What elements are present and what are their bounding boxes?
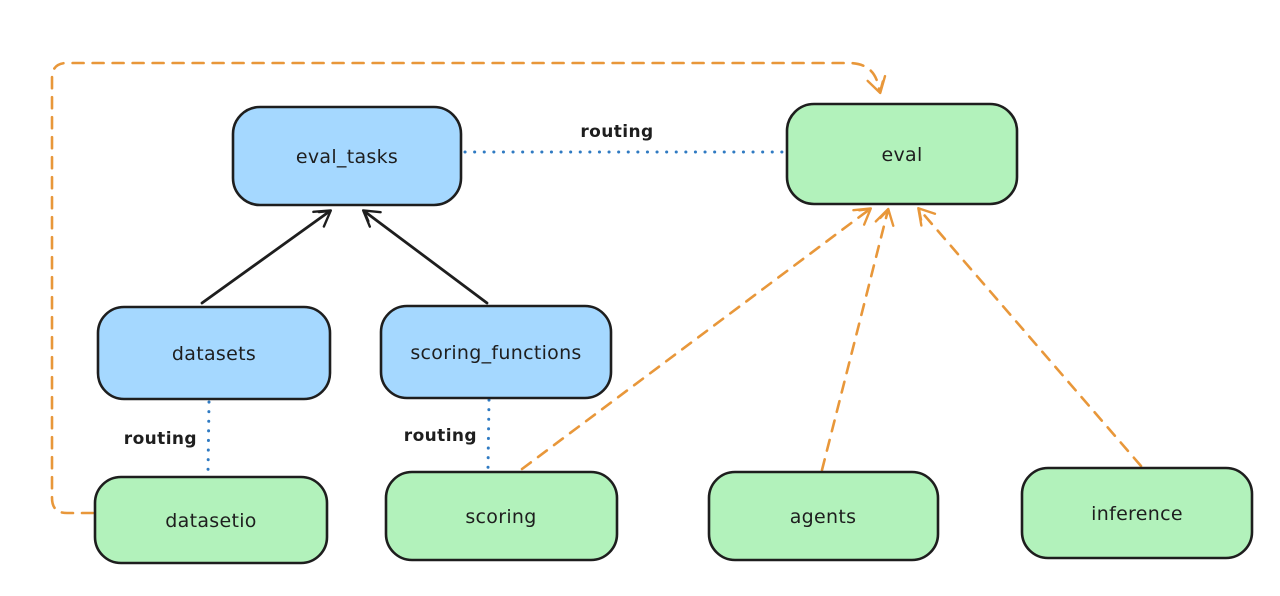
node-eval-tasks-label: eval_tasks <box>296 146 398 168</box>
node-scoring-box <box>384 470 619 562</box>
edge-agents-to-eval <box>820 207 895 472</box>
node-eval: eval <box>785 102 1019 206</box>
edge-label-routing-2: routing <box>124 429 197 449</box>
node-agents-box <box>707 470 940 562</box>
node-datasets-label: datasets <box>172 343 256 365</box>
node-scoring-functions-box <box>379 304 613 400</box>
edge-label-routing-1: routing <box>580 122 653 142</box>
edge-scoring-functions-to-scoring <box>486 398 491 470</box>
node-inference-label: inference <box>1091 503 1183 525</box>
edge-scoring-functions-to-eval-tasks <box>361 209 489 305</box>
node-scoring: scoring <box>384 470 619 562</box>
edge-datasetio-to-eval <box>50 61 887 515</box>
edge-datasets-to-datasetio <box>206 400 211 474</box>
node-eval-box <box>785 102 1019 206</box>
node-inference-box <box>1020 466 1254 560</box>
node-datasetio-label: datasetio <box>165 510 256 532</box>
node-scoring-functions: scoring_functions <box>379 304 613 400</box>
node-eval-label: eval <box>881 144 922 166</box>
node-eval-tasks: eval_tasks <box>231 105 463 207</box>
edge-label-routing-3: routing <box>404 426 477 446</box>
edge-datasets-to-eval-tasks <box>200 209 333 305</box>
node-datasets-box <box>96 305 332 401</box>
edge-inference-to-eval <box>917 207 1143 468</box>
edge-scoring-to-eval <box>520 207 873 471</box>
node-agents-label: agents <box>790 506 857 528</box>
node-agents: agents <box>707 470 940 562</box>
node-datasets: datasets <box>96 305 332 401</box>
node-inference: inference <box>1020 466 1254 560</box>
node-datasetio-box <box>93 475 329 565</box>
node-scoring-functions-label: scoring_functions <box>410 342 581 364</box>
node-datasetio: datasetio <box>93 475 329 565</box>
node-eval-tasks-box <box>231 105 463 207</box>
node-scoring-label: scoring <box>465 506 536 528</box>
